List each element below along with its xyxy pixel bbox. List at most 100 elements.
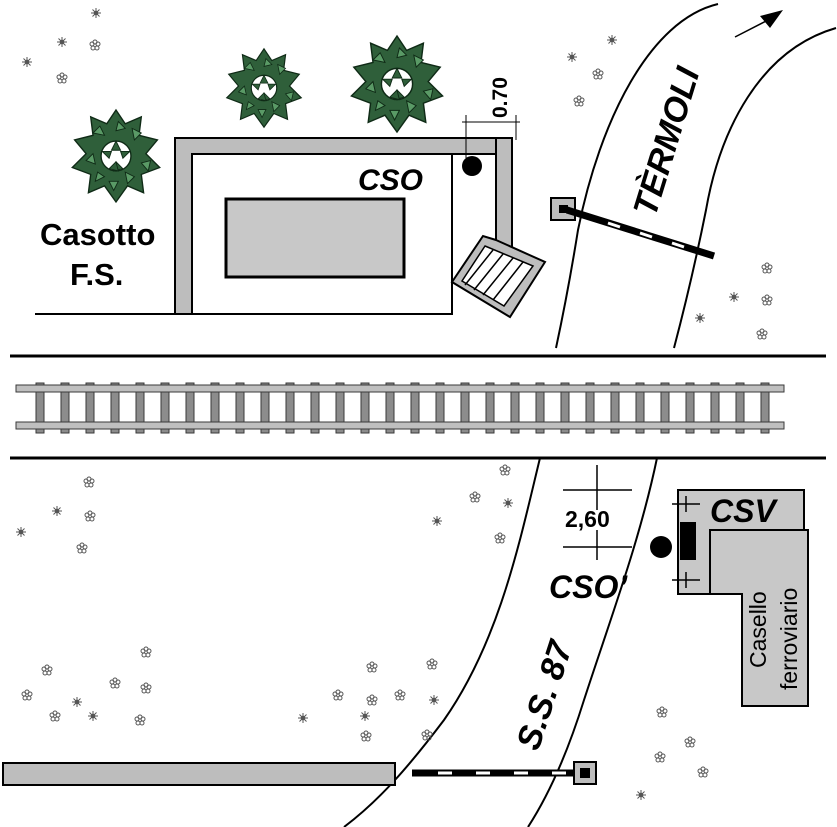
direction-arrow-icon xyxy=(734,10,783,38)
track-sleeper xyxy=(410,382,420,434)
shrub-icon xyxy=(761,262,773,274)
shrub-icon xyxy=(15,526,27,538)
track-sleeper xyxy=(610,382,620,434)
track-sleeper xyxy=(160,382,170,434)
shrub-icon xyxy=(499,464,511,476)
dim-260-label: 2,60 xyxy=(565,506,610,532)
casello-dim-ticks xyxy=(672,496,700,588)
shrub-icon xyxy=(297,712,309,724)
shrub-icon xyxy=(697,766,709,778)
shrub-icon xyxy=(573,95,585,107)
road-label: S.S. 87 xyxy=(509,635,580,755)
railway-track xyxy=(15,382,785,434)
track-sleeper xyxy=(135,382,145,434)
track-sleeper xyxy=(435,382,445,434)
track-sleeper xyxy=(485,382,495,434)
track-sleeper xyxy=(460,382,470,434)
shrub-icon xyxy=(592,68,604,80)
track-sleeper xyxy=(85,382,95,434)
shrub-icon xyxy=(684,736,696,748)
track-sleeper xyxy=(310,382,320,434)
track-sleeper xyxy=(735,382,745,434)
shrub-icon xyxy=(56,36,68,48)
track-sleeper xyxy=(535,382,545,434)
boundary-wall xyxy=(2,762,396,786)
track-sleeper xyxy=(660,382,670,434)
cso-top-label: CSO xyxy=(358,164,423,197)
shrub-icon xyxy=(56,72,68,84)
shrub-icon xyxy=(394,689,406,701)
track-sleeper xyxy=(260,382,270,434)
shrub-icon xyxy=(728,291,740,303)
dimension-260 xyxy=(563,465,632,560)
track-sleeper xyxy=(585,382,595,434)
road-upper xyxy=(555,3,837,349)
shrub-icon xyxy=(140,682,152,694)
shrub-icon xyxy=(134,714,146,726)
shrub-icon xyxy=(89,39,101,51)
track-sleeper xyxy=(60,382,70,434)
track-sleeper xyxy=(35,382,45,434)
shrub-icon xyxy=(494,532,506,544)
track-sleeper xyxy=(335,382,345,434)
shrub-icon xyxy=(21,689,33,701)
track-sleeper xyxy=(110,382,120,434)
shrub-icon xyxy=(431,515,443,527)
shrub-icon xyxy=(140,646,152,658)
tree-icon xyxy=(350,35,444,133)
shrub-icon xyxy=(71,696,83,708)
track-sleeper xyxy=(235,382,245,434)
road-lower xyxy=(343,457,658,827)
shrub-icon xyxy=(756,328,768,340)
track-sleeper xyxy=(635,382,645,434)
rail xyxy=(15,421,785,430)
dim-070-label: 0.70 xyxy=(489,77,512,118)
cso-bottom-label: CSO’ xyxy=(549,569,628,605)
shrub-icon xyxy=(41,664,53,676)
dimension-070 xyxy=(462,115,520,158)
signal-dot-icon xyxy=(650,536,672,558)
shrub-icon xyxy=(21,56,33,68)
shrub-icon xyxy=(694,312,706,324)
casotto-label-line2: F.S. xyxy=(70,257,123,292)
shrub-icon xyxy=(76,542,88,554)
shrub-icon xyxy=(359,710,371,722)
shrub-icon xyxy=(360,730,372,742)
shrub-icon xyxy=(332,689,344,701)
track-sleeper xyxy=(710,382,720,434)
shrub-icon xyxy=(606,34,618,46)
casello-label-line2: ferroviario xyxy=(776,588,802,690)
track-sleeper xyxy=(360,382,370,434)
shrub-icon xyxy=(426,658,438,670)
shrub-icon xyxy=(366,661,378,673)
shrub-icon xyxy=(49,710,61,722)
shrub-icon xyxy=(635,789,647,801)
track-sleeper xyxy=(210,382,220,434)
shrub-icon xyxy=(428,694,440,706)
shrub-icon xyxy=(51,505,63,517)
shrub-icon xyxy=(566,51,578,63)
casotto-label-line1: Casotto xyxy=(40,217,155,252)
casello-building xyxy=(677,489,809,707)
csv-label: CSV xyxy=(710,493,778,529)
tree-icon xyxy=(226,48,302,128)
shrub-icon xyxy=(656,706,668,718)
tree-icon xyxy=(71,109,161,203)
shrub-icon xyxy=(654,751,666,763)
shrub-icon xyxy=(109,677,121,689)
shrub-icon xyxy=(761,294,773,306)
signal-dot-icon xyxy=(462,156,482,176)
rail xyxy=(15,384,785,393)
track-sleeper xyxy=(185,382,195,434)
track-sleeper xyxy=(510,382,520,434)
shrub-icon xyxy=(83,476,95,488)
shrub-icon xyxy=(87,710,99,722)
track-sleeper xyxy=(560,382,570,434)
shrub-icon xyxy=(84,510,96,522)
shrub-icon xyxy=(366,694,378,706)
shrub-icon xyxy=(502,497,514,509)
shrub-icon xyxy=(469,491,481,503)
stairs xyxy=(450,234,547,319)
level-crossing-barrier-icon xyxy=(412,761,597,785)
